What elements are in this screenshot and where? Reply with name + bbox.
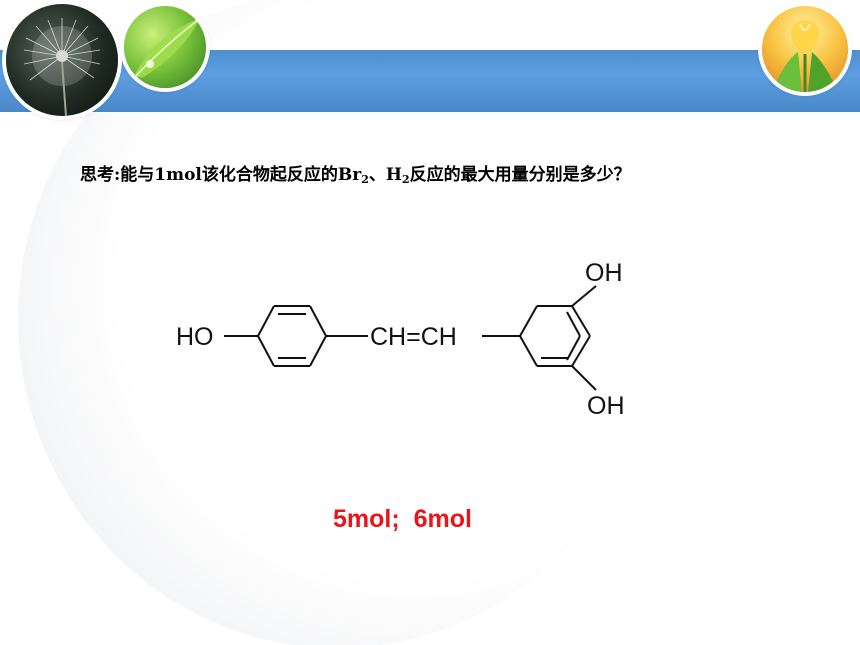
cyclohexadiene-ring <box>519 305 591 367</box>
answer-text: 5mol; 6mol <box>333 505 472 533</box>
tulip-image-icon <box>762 6 848 92</box>
question-text: 思考:能与1mol该化合物起反应的Br2、H2反应的最大用量分别是多少？ <box>80 160 840 186</box>
label-oh-top: OH <box>585 259 623 287</box>
label-ch-double-ch: CH=CH <box>370 323 457 351</box>
question-part1: 思考:能与1mol该化合物起反应的Br <box>80 165 362 185</box>
label-ho: HO <box>176 323 214 351</box>
question-subscript-h: 2 <box>401 173 410 186</box>
question-part3: 反应的最大用量分别是多少？ <box>409 165 631 185</box>
question-part2: 、H <box>368 165 402 185</box>
leaf-image-icon <box>124 6 206 88</box>
benzene-ring <box>257 305 327 367</box>
bond-oh-top <box>571 285 597 307</box>
dandelion-image-icon <box>6 4 118 116</box>
label-oh-bottom: OH <box>587 392 625 420</box>
question-subscript-br: 2 <box>361 173 369 186</box>
bond-oh-bottom <box>571 365 597 391</box>
